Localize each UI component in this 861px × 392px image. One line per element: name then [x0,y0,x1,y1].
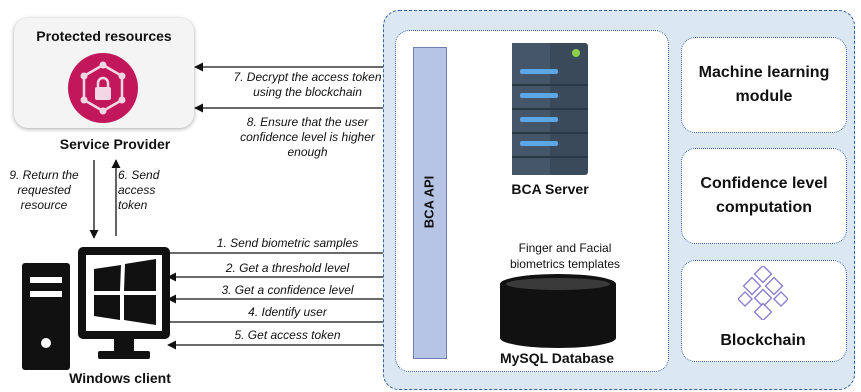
msg-5-access-token: 5. Get access token [234,328,341,342]
database-icon [500,274,616,348]
windows-client-label: Windows client [69,370,171,386]
server-icon [512,43,588,175]
bca-api-bar [413,47,447,359]
protected-resources-title: Protected resources [36,28,172,44]
mysql-database-label: MySQL Database [499,350,615,366]
lock-network-icon [68,53,138,123]
service-provider-label: Service Provider [59,136,171,152]
blockchain-label: Blockchain [720,332,806,349]
msg-1-send-biometric: 1. Send biometric samples [216,236,359,250]
msg-2-threshold: 2. Get a threshold level [225,261,350,275]
msg-4-identify: 4. Identify user [248,305,327,319]
bca-server-label: BCA Server [511,181,589,197]
blockchain-cubes-icon [738,266,788,320]
msg-3-confidence: 3. Get a confidence level [221,283,354,297]
bca-api-label: BCA API [421,175,437,229]
windows-pc-icon [22,247,170,370]
